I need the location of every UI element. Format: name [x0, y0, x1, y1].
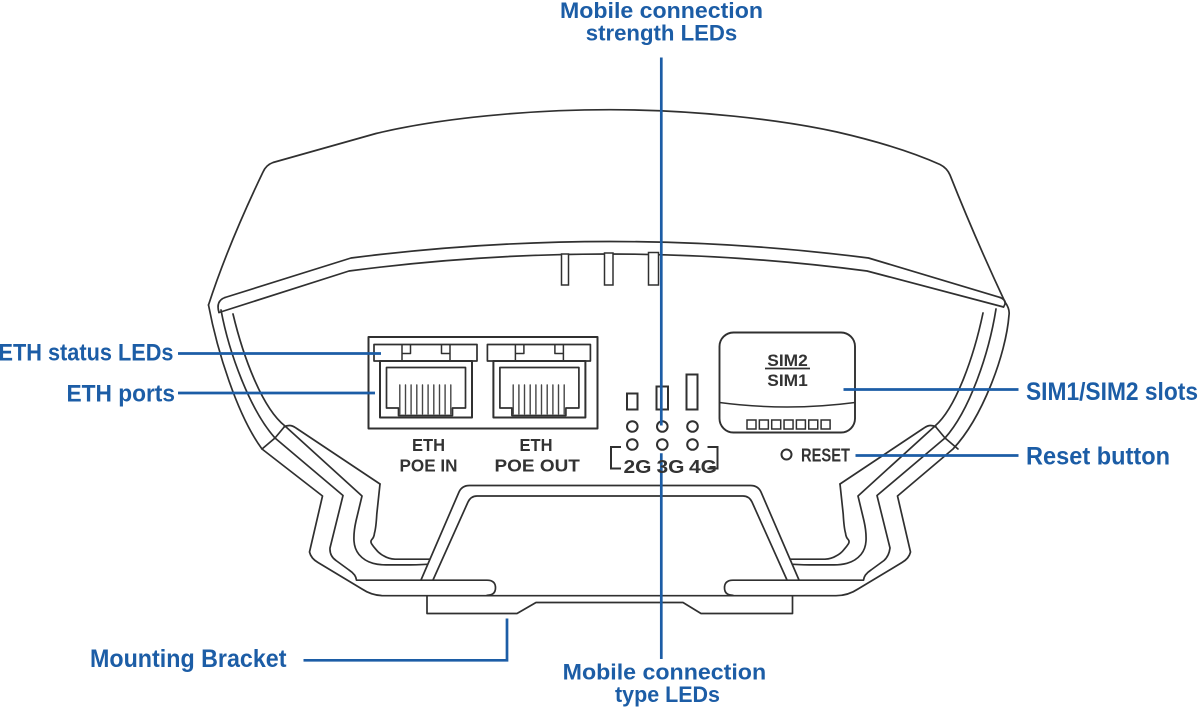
svg-text:Mobile connection: Mobile connection: [563, 660, 767, 685]
svg-text:2G: 2G: [624, 457, 652, 477]
svg-text:type LEDs: type LEDs: [615, 682, 720, 707]
svg-text:RESET: RESET: [801, 445, 850, 465]
svg-text:3G: 3G: [657, 457, 685, 477]
svg-text:ETH: ETH: [412, 435, 445, 455]
svg-text:SIM1: SIM1: [767, 371, 808, 390]
svg-text:Mobile connection: Mobile connection: [560, 0, 763, 23]
svg-text:4G: 4G: [689, 457, 717, 477]
svg-text:strength LEDs: strength LEDs: [586, 21, 738, 46]
svg-text:Reset button: Reset button: [1026, 442, 1170, 470]
svg-text:ETH ports: ETH ports: [67, 381, 176, 408]
svg-text:SIM2: SIM2: [767, 351, 808, 370]
svg-text:POE OUT: POE OUT: [495, 456, 581, 476]
svg-text:ETH: ETH: [520, 435, 553, 455]
svg-text:Mounting Bracket: Mounting Bracket: [90, 645, 287, 673]
svg-text:ETH status LEDs: ETH status LEDs: [0, 340, 174, 367]
svg-text:SIM1/SIM2 slots: SIM1/SIM2 slots: [1026, 378, 1198, 406]
svg-text:POE IN: POE IN: [400, 456, 458, 476]
